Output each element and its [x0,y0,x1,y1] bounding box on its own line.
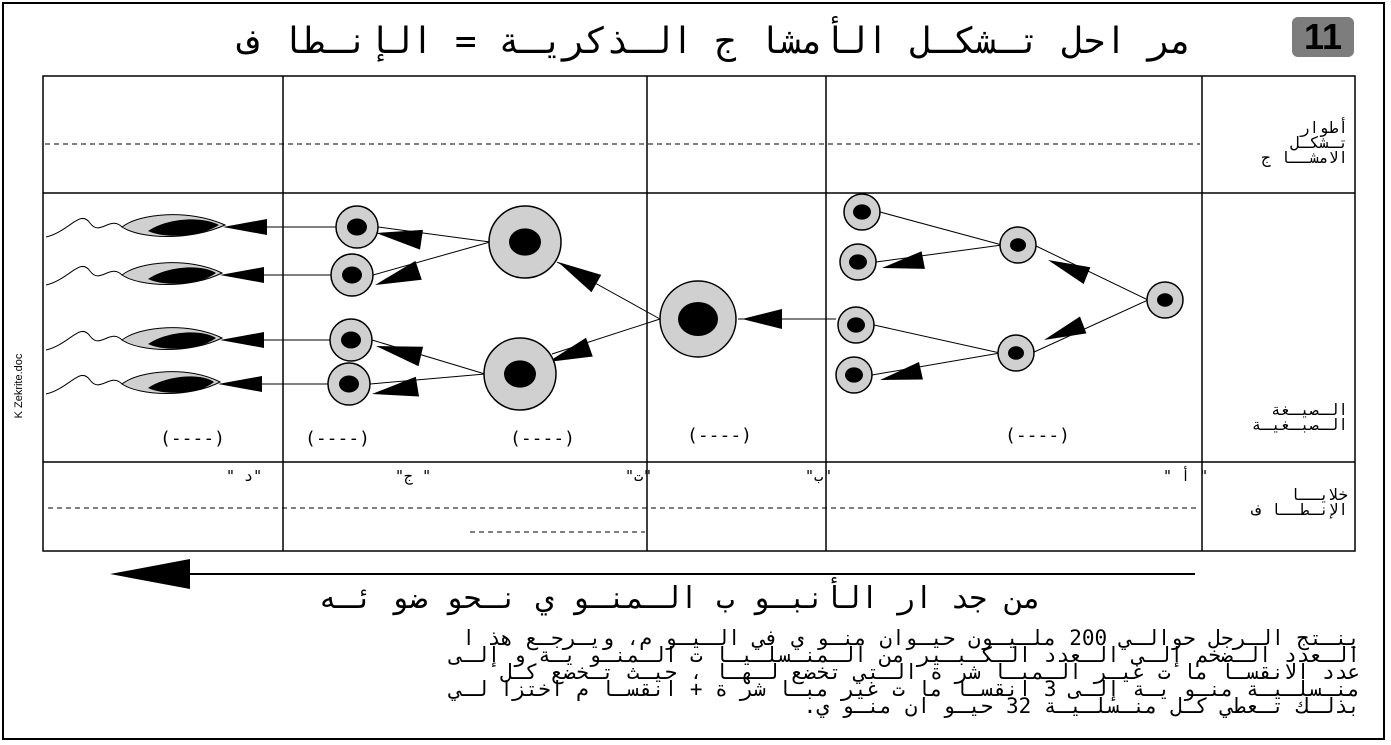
connector-line [871,352,1001,376]
direction-arrow [110,559,1195,589]
arrowhead [375,260,422,285]
connector-line [369,373,486,385]
arrowhead [220,267,264,283]
paragraph-line: منـسلـيـة منـو يـة إلـى 3 انقسـا ما ت غي… [449,677,1360,701]
connector-line [371,339,486,375]
spermatozoon [45,214,227,238]
arrowhead [1048,260,1091,284]
arrowhead [558,262,602,293]
spermatid-cell [330,253,374,297]
explanation-paragraph: ينـتج الـرجل حوالـي 200 ملـيـون حيـوان م… [40,626,1360,718]
cell-letter-b: "ب" [805,467,833,485]
formula-blank-j: (----) [305,428,371,449]
row-label-stages: أطوار تـشكـل الامشــا ج [1261,118,1348,167]
spermatozoon [45,327,224,351]
formula-blank-d: (----) [160,428,226,449]
arrowhead [742,309,782,329]
direction-caption: من جد ار الأنبـو ب الـمنـو ي نـحو ضو ئـه [318,581,1042,616]
paragraph-line: بذلـك تـعطي كـل منـسلـيـة 32 حيـو ان منـ… [803,694,1360,718]
dividing-cell [997,334,1035,372]
paragraph-line: ينـتج الـرجل حوالـي 200 ملـيـون حيـوان م… [462,626,1360,650]
cell-letter-t: "ت" [625,467,653,485]
connector-line [873,324,1001,354]
cell-letter-a: " أ " [1163,467,1209,485]
arrowhead [880,362,923,380]
arrowhead [223,219,267,235]
arrowhead [548,337,593,362]
cell-letter-j: " ج" [395,467,432,485]
arrowheads [218,219,1091,397]
spermatid-cell [335,205,379,249]
connector-line [879,211,1003,246]
connector-line [377,226,491,243]
cell-letter-d: "د " [226,467,263,485]
exercise-number-badge: 11 [1292,17,1354,57]
connector-line [551,318,661,355]
dividing-cell [999,226,1037,264]
connector-line [1033,244,1149,301]
arrowhead [372,376,420,397]
spermatozoa [45,214,227,395]
formula-blank-t: (----) [510,428,576,449]
formula-blank-a: (----) [1005,425,1071,446]
secondary-spermatocyte-cell [483,337,557,411]
connector-line [875,244,1003,263]
daughter-cell [843,193,881,231]
spermatid-cell [329,318,373,362]
cells [327,193,1184,411]
daughter-cell [837,306,875,344]
spermatozoon [45,262,224,286]
page-title: مر احل تـشكـل الأمشا ج الـذكريـة = الإنـ… [238,21,1192,62]
dashed-answer-lines [45,143,1200,533]
table-grid [42,75,1356,552]
spermatozoon [45,371,222,395]
row-label-formula: الـصيـغة الـصبـغيـة [1251,400,1348,434]
arrowhead [218,376,262,392]
daughter-cell [839,243,877,281]
paragraph-line: عدد الانقسـا ما ت غيـر الـمبـا شر ة الـت… [500,660,1360,684]
paragraph-line: الـعدد الـضخم إلـى الـعدد الـكـبـير من ا… [449,643,1360,667]
spermatogonium-cell [1146,281,1184,319]
connector-lines [220,211,1149,385]
secondary-spermatocyte-cell [488,205,562,279]
row-label-cells: خلايــا الإنـطــا ف [1251,485,1348,519]
arrowhead [220,332,264,348]
arrowhead [1044,316,1087,340]
spermatid-cell [327,362,371,406]
daughter-cell [835,356,873,394]
primary-spermatocyte-cell [659,280,737,358]
arrowhead [376,346,424,367]
arrowhead [882,251,925,269]
connector-line [1031,299,1149,354]
arrowhead [376,229,423,250]
formula-blank-b: (----) [687,425,753,446]
connector-line [372,241,491,276]
